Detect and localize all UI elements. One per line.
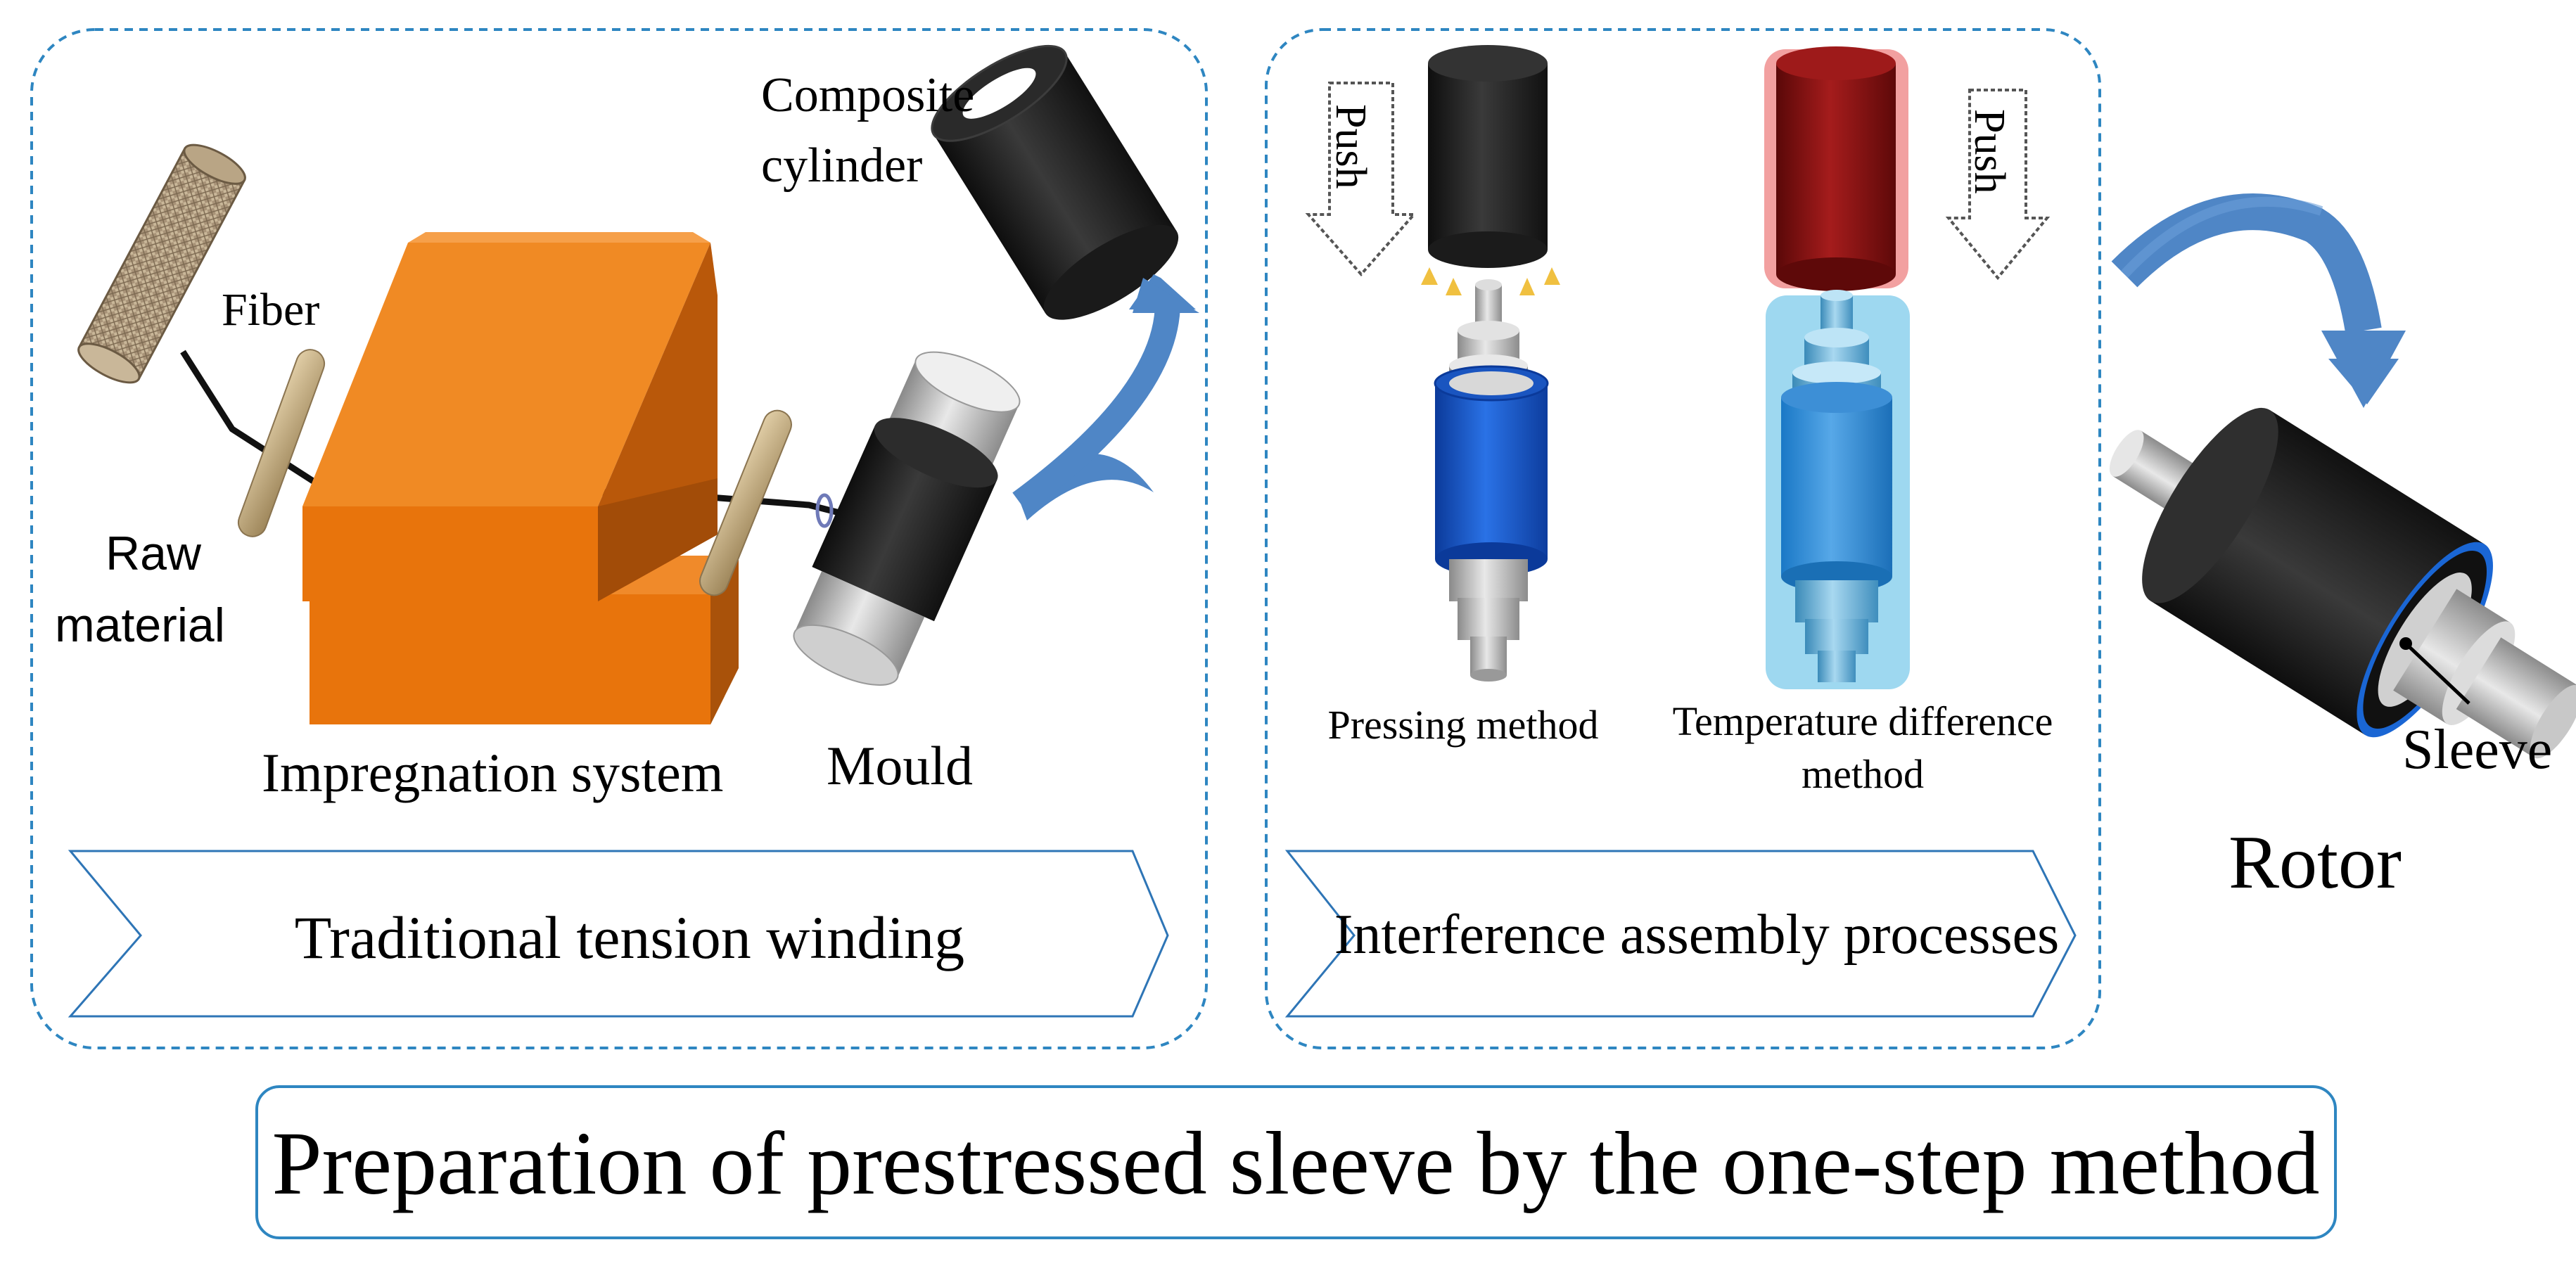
assembly-banner <box>1284 850 2077 1018</box>
composite-label-2: cylinder <box>761 139 922 193</box>
temperature-label-2: method <box>1802 751 1924 797</box>
winding-banner <box>68 850 1169 1018</box>
fiber-label: Fiber <box>222 284 319 335</box>
rotor-label: Rotor <box>2229 821 2402 904</box>
sleeve-label: Sleeve <box>2402 719 2552 781</box>
winding-banner-label: Traditional tension winding <box>295 904 964 971</box>
mould-label: Mould <box>827 735 973 796</box>
impregnation-label: Impregnation system <box>262 742 723 803</box>
composite-label-1: Composite <box>761 68 974 122</box>
fiber-spool <box>77 143 246 384</box>
raw-material-label-2: material <box>55 599 225 652</box>
temperature-assembly <box>1764 46 1910 689</box>
sleeve-pointer <box>2404 642 2470 705</box>
raw-material-label-1: Raw <box>106 527 202 580</box>
push-arrow-right: Push <box>1945 89 2051 281</box>
footer-title-box <box>255 1085 2337 1239</box>
rotor-assembly <box>2109 407 2576 759</box>
assembly-panel <box>1265 28 2101 1049</box>
sleeve-pointer-dot <box>2399 637 2412 650</box>
guide-roller-left <box>237 349 326 537</box>
winding-panel <box>30 28 1208 1049</box>
assembly-banner-label: Interference assembly processes <box>1334 904 2060 966</box>
mould <box>793 351 1021 686</box>
pressing-assembly <box>1421 45 1560 682</box>
composite-cylinder <box>931 44 1179 320</box>
svg-text:Push: Push <box>1965 109 2013 194</box>
guide-roller-right <box>699 409 792 596</box>
fiber-ring <box>815 493 834 528</box>
pressing-method-label: Pressing method <box>1327 702 1598 748</box>
push-arrow-left: Push <box>1305 82 1417 277</box>
temperature-label-1: Temperature difference <box>1673 698 2053 744</box>
impregnation-system <box>302 232 739 724</box>
curved-arrow-winding <box>1012 274 1199 520</box>
svg-text:Push: Push <box>1327 104 1375 189</box>
curved-arrow-rotor <box>2111 193 2406 408</box>
footer-title: Preparation of prestressed sleeve by the… <box>272 1113 2319 1213</box>
